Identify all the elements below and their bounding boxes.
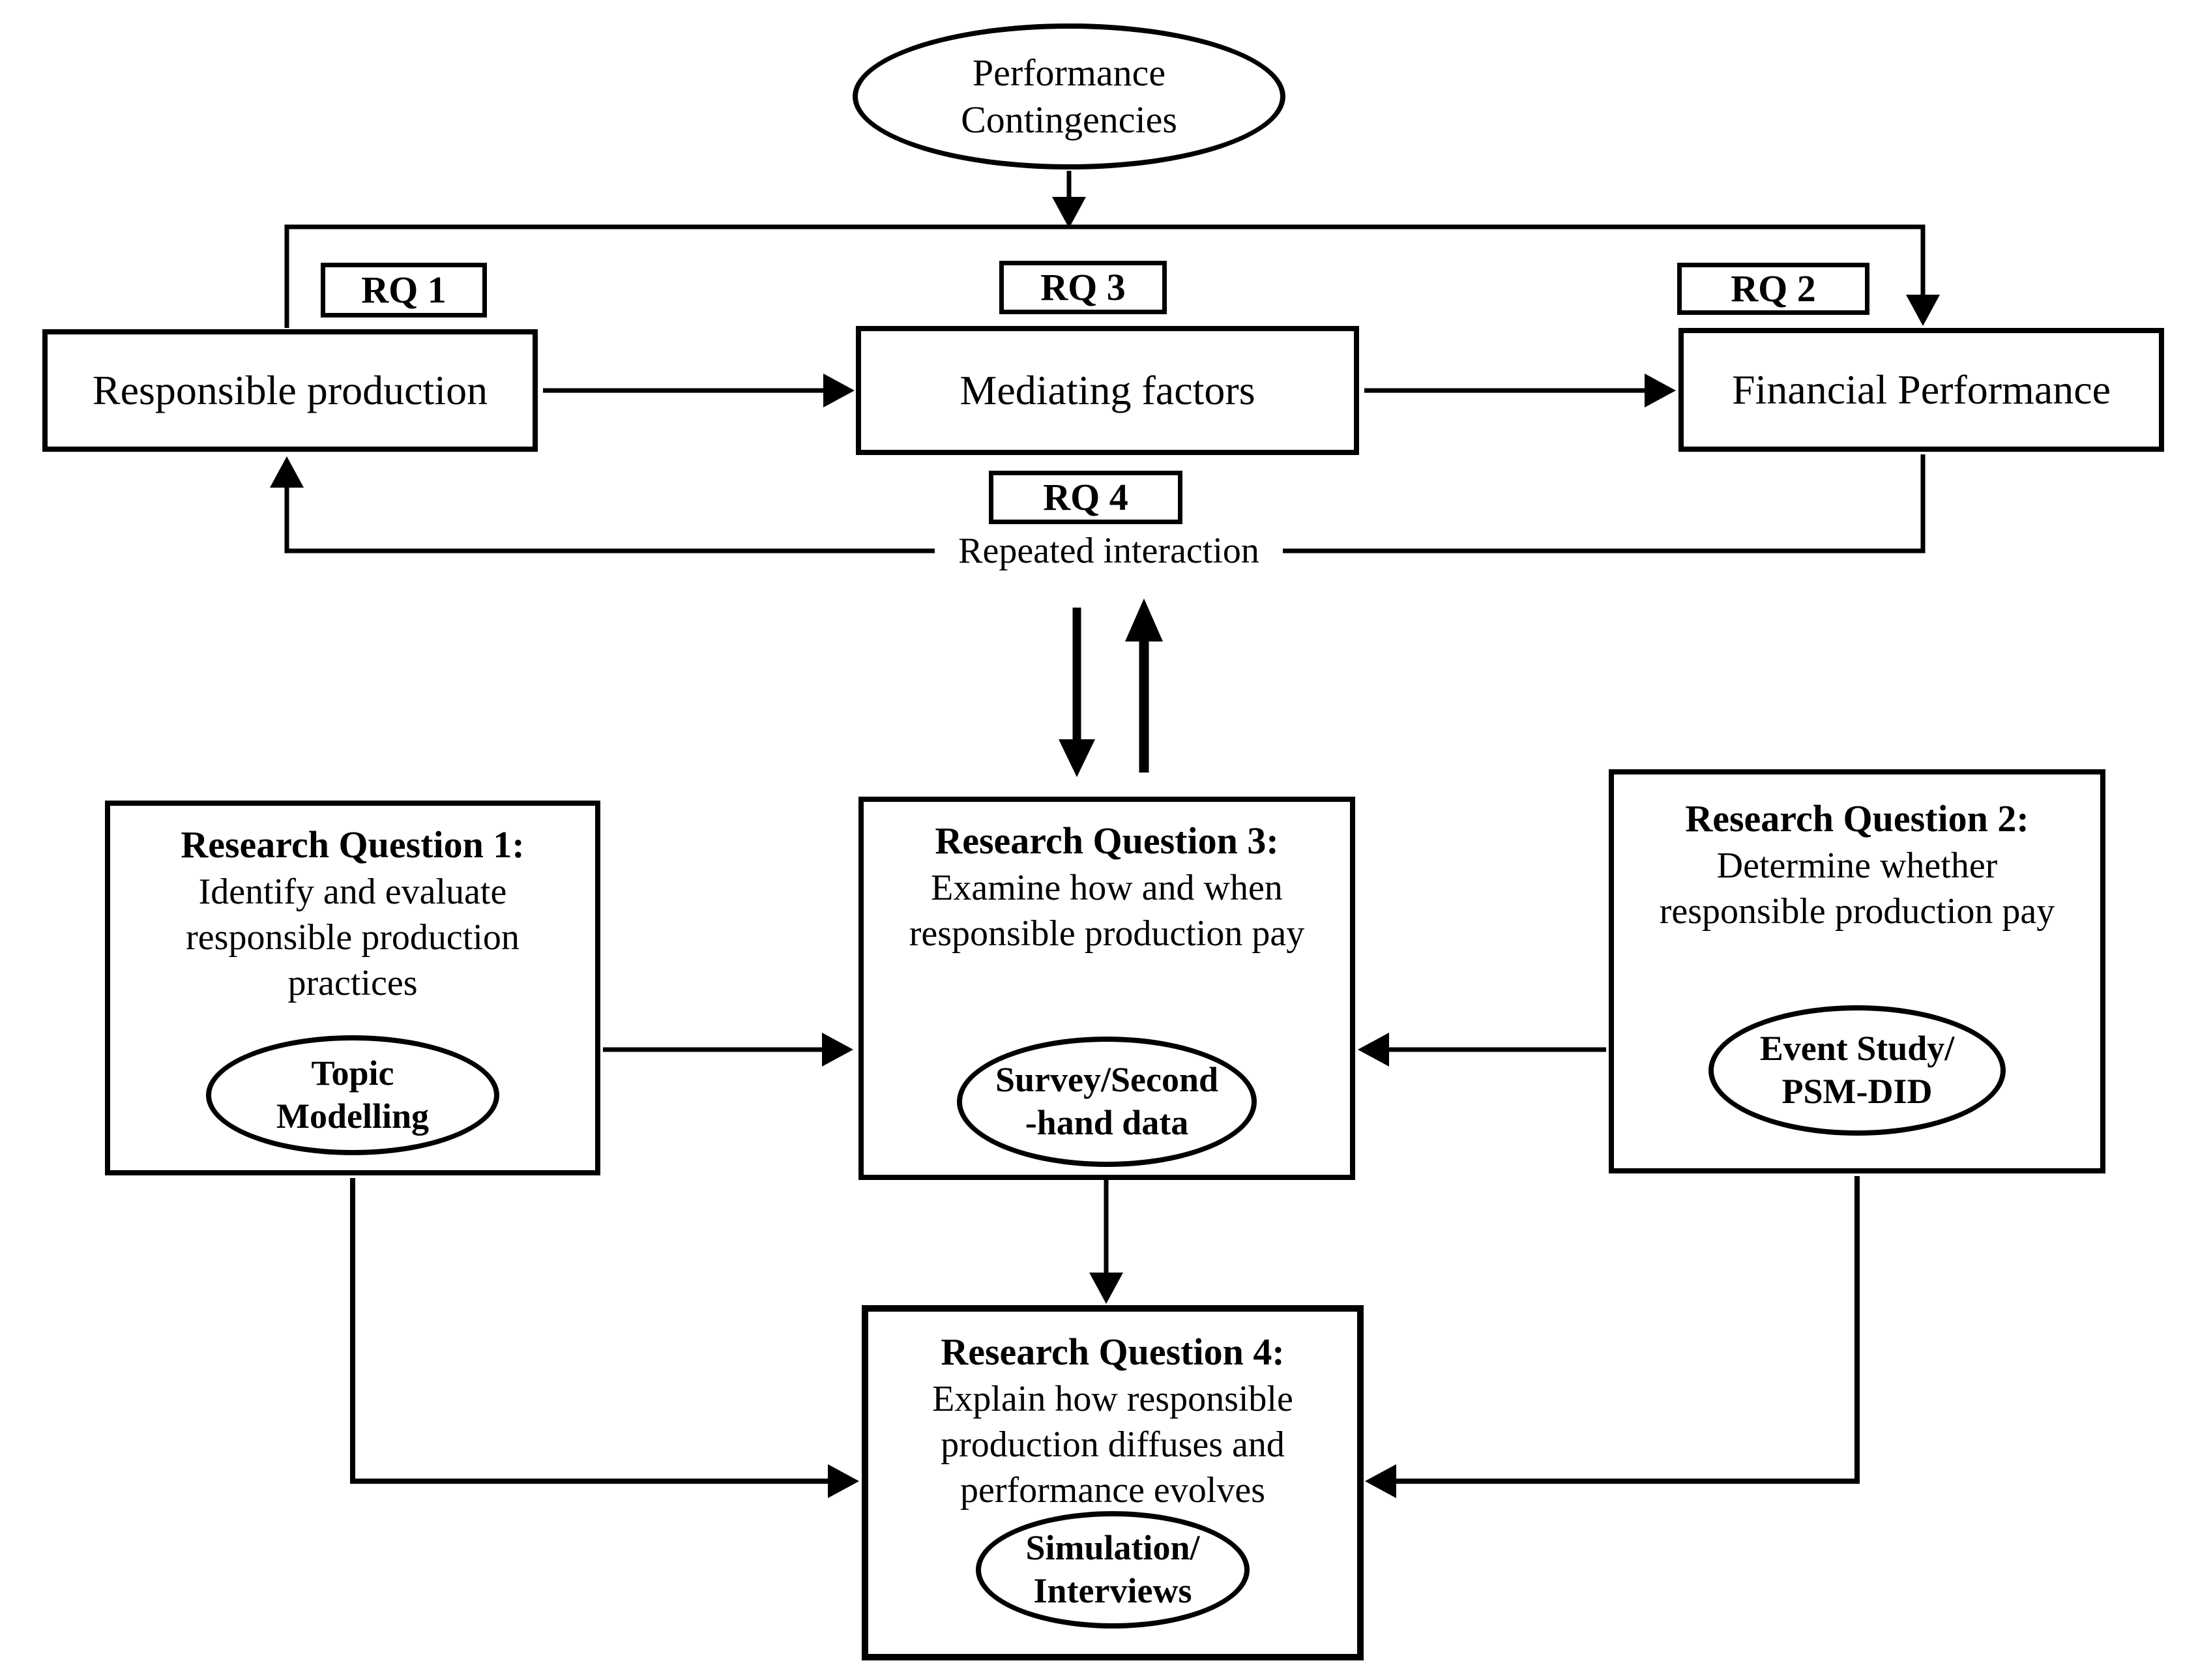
event-study-line1: Event Study/ [1759, 1029, 1955, 1068]
arrow-q3-to-q4-head [1089, 1273, 1123, 1304]
arrow-q2-to-q3-head [1358, 1033, 1389, 1067]
arrow-q1-to-q3-head [822, 1033, 853, 1067]
tag-rq2: RQ 2 [1677, 263, 1869, 315]
simulation-line2: Interviews [1033, 1571, 1192, 1610]
research-question-3-line2: responsible production pay [909, 913, 1305, 954]
research-question-4-line2: production diffuses and [941, 1424, 1285, 1465]
performance-contingencies-line1: Performance [972, 51, 1166, 94]
tag-rq4: RQ 4 [989, 471, 1182, 524]
frame-arrowhead-down [1906, 295, 1940, 326]
topic-modelling-line1: Topic [311, 1054, 394, 1093]
research-question-4-title: Research Question 4: [941, 1331, 1285, 1373]
arrow-q1-to-q4-head [828, 1464, 859, 1498]
simulation-interviews-ellipse: Simulation/ Interviews [976, 1511, 1250, 1628]
topic-modelling-line2: Modelling [276, 1097, 429, 1136]
repeated-interaction-label: Repeated interaction [935, 527, 1283, 575]
research-question-2-line1: Determine whether [1716, 845, 1998, 886]
mediating-factors-box: Mediating factors [856, 326, 1359, 455]
research-question-1-line3: practices [287, 962, 418, 1003]
survey-secondhand-line2: -hand data [1025, 1103, 1189, 1142]
research-question-1-line2: responsible production [186, 917, 520, 958]
survey-secondhand-data-ellipse: Survey/Second -hand data [957, 1037, 1257, 1167]
research-question-4-text: Research Question 4: Explain how respons… [868, 1329, 1357, 1513]
survey-secondhand-line1: Survey/Second [995, 1060, 1219, 1100]
research-question-2-text: Research Question 2: Determine whether r… [1614, 795, 2100, 934]
research-question-4-line1: Explain how responsible [932, 1378, 1293, 1419]
responsible-production-box: Responsible production [42, 329, 538, 452]
research-question-4-line3: performance evolves [960, 1469, 1265, 1511]
performance-contingencies-ellipse: Performance Contingencies [853, 23, 1285, 169]
feedback-line-left [284, 486, 935, 553]
link-down-arrowhead [1059, 739, 1095, 777]
tag-rq3: RQ 3 [999, 261, 1167, 314]
research-question-3-title: Research Question 3: [935, 819, 1279, 862]
event-study-line2: PSM-DID [1781, 1072, 1933, 1111]
research-question-1-text: Research Question 1: Identify and evalua… [110, 821, 595, 1006]
feedback-line-right [1283, 454, 1926, 553]
arrow-q1-to-q4-elbow [350, 1178, 829, 1484]
research-question-2-title: Research Question 2: [1685, 797, 2029, 840]
feedback-arrowhead-up [270, 456, 304, 488]
arrow-mf-to-fp-head [1645, 374, 1676, 407]
simulation-line1: Simulation/ [1025, 1528, 1200, 1568]
moderator-arrowhead-down [1052, 197, 1086, 228]
arrow-rp-to-mf-head [823, 374, 855, 407]
arrow-q2-to-q4-head [1365, 1464, 1396, 1498]
financial-performance-box: Financial Performance [1678, 328, 2164, 452]
moderation-frame-line [284, 224, 1926, 328]
topic-modelling-ellipse: Topic Modelling [206, 1035, 499, 1155]
research-question-3-text: Research Question 3: Examine how and whe… [864, 818, 1350, 956]
research-question-1-title: Research Question 1: [181, 823, 525, 866]
research-question-3-line1: Examine how and when [931, 867, 1283, 908]
tag-rq1: RQ 1 [321, 263, 487, 317]
research-question-2-line2: responsible production pay [1659, 891, 2055, 932]
link-up-arrowhead [1125, 598, 1163, 641]
research-question-1-line1: Identify and evaluate [198, 871, 507, 912]
performance-contingencies-line2: Contingencies [961, 98, 1177, 141]
event-study-psm-did-ellipse: Event Study/ PSM-DID [1708, 1005, 2006, 1136]
arrow-q2-to-q4-elbow [1395, 1176, 1860, 1484]
